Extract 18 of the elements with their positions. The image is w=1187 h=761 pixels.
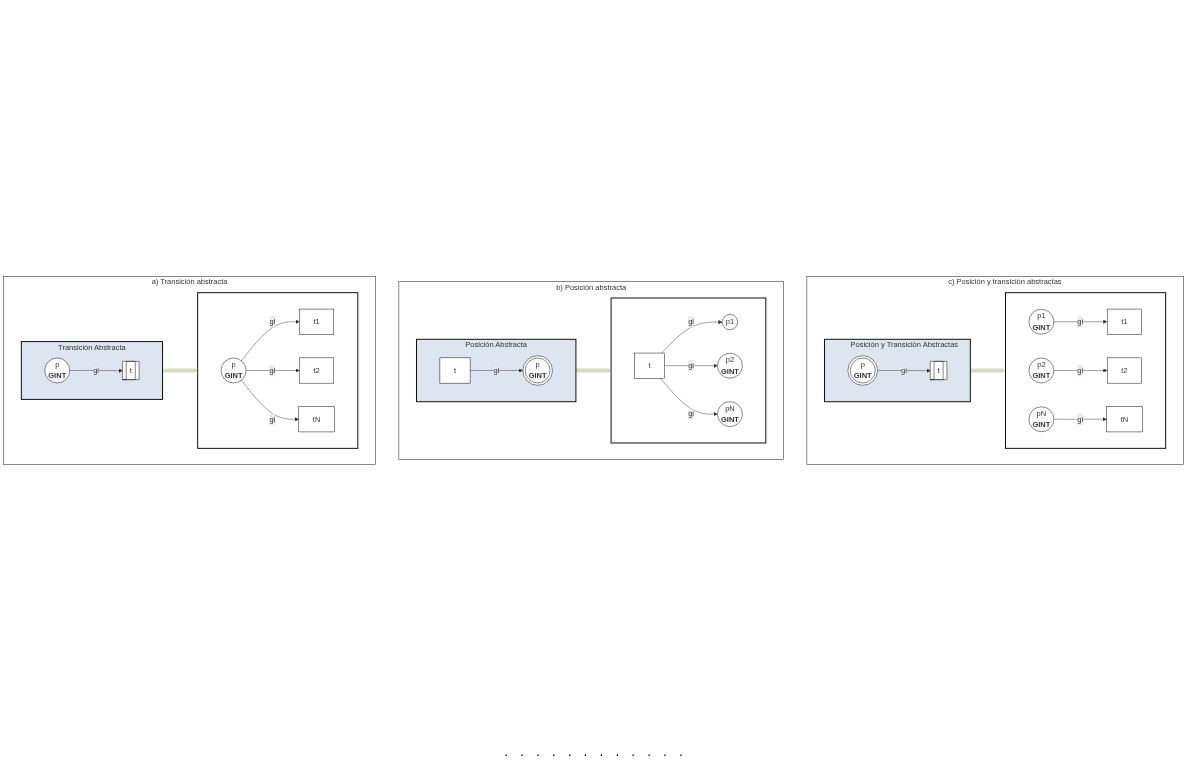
cluster [610, 297, 767, 444]
ellipsis-dot: . [551, 743, 556, 759]
arrow [575, 368, 612, 373]
ellipsis-dot: . [663, 743, 667, 759]
ellipsis-dot: . [599, 743, 604, 759]
ellipsis-dot: . [535, 743, 540, 759]
ellipsis-dot: . [520, 743, 524, 759]
arrow [162, 368, 198, 373]
ellipsis-dot: . [567, 743, 572, 759]
arrow [970, 368, 1006, 373]
ellipsis-dot: . [647, 743, 652, 759]
ellipsis-dot: . [678, 743, 683, 759]
ellipsis-dot: . [504, 743, 509, 759]
ellipsis-dot: . [583, 743, 588, 759]
cluster [197, 292, 359, 449]
cluster [1005, 292, 1167, 449]
ellipsis-dot: . [615, 743, 620, 759]
ellipsis-dot: . [631, 743, 636, 759]
